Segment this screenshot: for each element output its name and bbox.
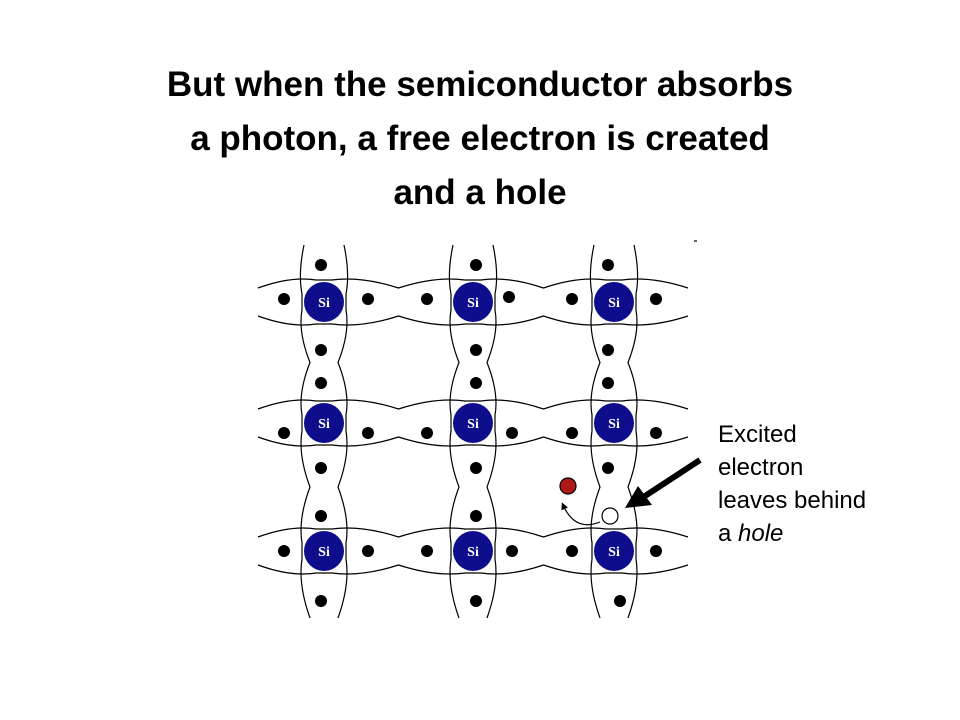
si-atom-circle <box>453 531 493 571</box>
bond-line <box>627 244 639 619</box>
bond-line <box>257 315 689 326</box>
valence-electron <box>278 427 290 439</box>
valence-electron <box>421 427 433 439</box>
valence-electron <box>315 510 327 522</box>
valence-electron <box>650 427 662 439</box>
si-atom-label: Si <box>318 545 330 560</box>
valence-electron <box>470 259 482 271</box>
bond-line <box>448 244 460 619</box>
si-atom: Si <box>453 403 493 443</box>
valence-electron <box>566 545 578 557</box>
si-atom: Si <box>594 531 634 571</box>
si-atom-label: Si <box>318 296 330 311</box>
valence-electron <box>602 462 614 474</box>
si-atom-circle <box>594 403 634 443</box>
valence-electron <box>650 293 662 305</box>
si-atom: Si <box>594 403 634 443</box>
annotation-text: Excited electron leaves behind a hole <box>718 418 866 550</box>
valence-electrons <box>278 259 662 607</box>
si-atom: Si <box>304 531 344 571</box>
si-atom-label: Si <box>467 417 479 432</box>
valence-electron <box>278 293 290 305</box>
valence-electron <box>315 462 327 474</box>
annotation-line: leaves behind <box>718 487 867 514</box>
valence-electron <box>602 344 614 356</box>
valence-electron <box>470 510 482 522</box>
si-atom-circle <box>304 403 344 443</box>
annotation-line-last: a hole <box>718 517 866 550</box>
valence-electron <box>650 545 662 557</box>
valence-electron <box>470 462 482 474</box>
bond-lines <box>257 244 689 619</box>
si-atom: Si <box>453 531 493 571</box>
pointer-arrow-head <box>625 486 652 508</box>
bond-line <box>337 244 349 619</box>
valence-electron <box>421 545 433 557</box>
valence-electron <box>362 545 374 557</box>
si-atom-label: Si <box>467 296 479 311</box>
bond-line <box>299 244 311 619</box>
hole <box>601 507 619 525</box>
excited-electron <box>559 477 577 495</box>
bond-line <box>257 399 689 410</box>
valence-electron <box>470 344 482 356</box>
valence-electron <box>566 293 578 305</box>
si-atom-circle <box>453 403 493 443</box>
si-atom: Si <box>453 282 493 322</box>
si-atom: Si <box>304 282 344 322</box>
valence-electron <box>503 291 515 303</box>
si-atom-label: Si <box>608 296 620 311</box>
si-atom-label: Si <box>608 417 620 432</box>
valence-electron <box>602 259 614 271</box>
si-atom-circle <box>453 282 493 322</box>
title-line: a photon, a free electron is created <box>190 119 770 158</box>
valence-electron <box>278 545 290 557</box>
valence-electron <box>362 427 374 439</box>
valence-electron <box>315 259 327 271</box>
valence-electron <box>614 595 626 607</box>
si-atom-label: Si <box>608 545 620 560</box>
valence-electron <box>315 344 327 356</box>
valence-electron <box>566 427 578 439</box>
valence-electron <box>602 377 614 389</box>
pointer-arrow-shaft <box>643 457 702 499</box>
valence-electron <box>315 377 327 389</box>
valence-electron <box>506 427 518 439</box>
si-atom-circle <box>594 282 634 322</box>
valence-electron <box>421 293 433 305</box>
valence-electron <box>470 595 482 607</box>
annotation-line: electron <box>718 454 804 481</box>
si-atom: Si <box>594 282 634 322</box>
valence-electron <box>315 595 327 607</box>
si-atom-circle <box>304 531 344 571</box>
bond-line <box>589 244 601 619</box>
annotation-prefix: a <box>718 520 739 547</box>
bond-line <box>257 527 689 538</box>
si-atom-label: Si <box>467 545 479 560</box>
annotation-line: Excited <box>718 421 797 448</box>
bond-line <box>257 278 689 289</box>
si-atom: Si <box>304 403 344 443</box>
valence-electron <box>506 545 518 557</box>
si-atom-circle <box>594 531 634 571</box>
si-atom-circle <box>304 282 344 322</box>
title-line: But when the semiconductor absorbs <box>166 65 794 104</box>
valence-electron <box>362 293 374 305</box>
bond-line <box>257 436 689 447</box>
slide-title: But when the semiconductor absorbs a pho… <box>80 58 880 220</box>
bond-line <box>486 244 498 619</box>
electron-motion-arrow <box>561 502 601 526</box>
bond-line <box>257 564 689 575</box>
annotation-emphasis: hole <box>738 520 784 547</box>
si-atom-label: Si <box>318 417 330 432</box>
title-line: and a hole <box>393 173 567 212</box>
valence-electron <box>470 377 482 389</box>
